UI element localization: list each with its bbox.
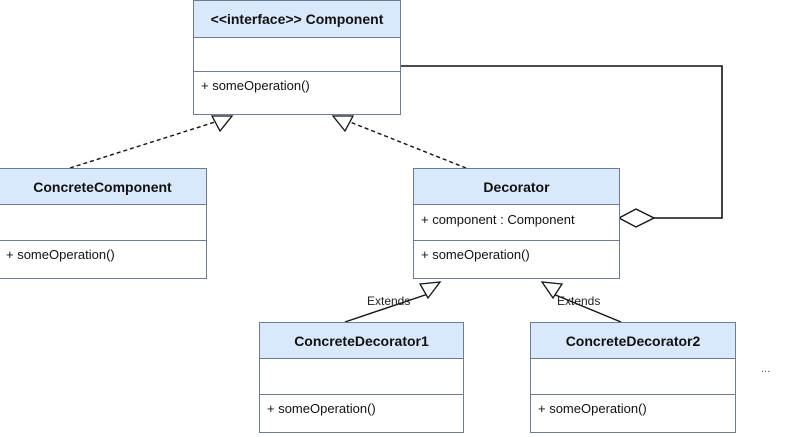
operation-item: + someOperation()	[6, 247, 115, 262]
generalization-arrowhead-decorator1	[418, 281, 442, 300]
generalization-line-decorator2	[552, 293, 622, 323]
realization-line-decorator	[349, 121, 467, 169]
generalization-line-decorator1	[344, 293, 429, 323]
class-concrete-decorator2: ConcreteDecorator2 + someOperation()	[530, 322, 736, 433]
aggregation-diamond	[617, 208, 656, 228]
operations-section: + someOperation()	[0, 241, 206, 262]
realization-arrowhead-concrete-component	[210, 115, 234, 133]
operations-section: + someOperation()	[194, 72, 400, 93]
attributes-section	[194, 38, 400, 72]
operation-item: + someOperation()	[421, 247, 530, 262]
operation-item: + someOperation()	[538, 401, 647, 416]
attribute-item: + component : Component	[421, 212, 575, 227]
class-concrete-decorator1: ConcreteDecorator1 + someOperation()	[259, 322, 464, 433]
operation-item: + someOperation()	[201, 78, 310, 93]
class-title: <<interface>> Component	[194, 1, 400, 38]
extends-label-decorator1: Extends	[367, 294, 410, 308]
realization-arrowhead-decorator	[331, 115, 355, 133]
operation-item: + someOperation()	[267, 401, 376, 416]
class-component: <<interface>> Component + someOperation(…	[193, 0, 401, 115]
attributes-section	[531, 359, 735, 395]
attributes-section: + component : Component	[414, 205, 619, 241]
operations-section: + someOperation()	[260, 395, 463, 416]
attributes-section	[0, 205, 206, 241]
operations-section: + someOperation()	[414, 241, 619, 262]
class-title: ConcreteDecorator1	[260, 323, 463, 359]
operations-section: + someOperation()	[531, 395, 735, 416]
generalization-arrowhead-decorator2	[540, 281, 564, 300]
class-decorator: Decorator + component : Component + some…	[413, 168, 620, 279]
class-concrete-component: ConcreteComponent + someOperation()	[0, 168, 207, 279]
realization-line-concrete-component	[69, 121, 216, 169]
class-title: Decorator	[414, 169, 619, 205]
class-title: ConcreteDecorator2	[531, 323, 735, 359]
extends-label-decorator2: Extends	[557, 294, 600, 308]
class-title: ConcreteComponent	[0, 169, 206, 205]
aggregation-line	[401, 65, 723, 219]
attributes-section	[260, 359, 463, 395]
ellipsis-mark: ...	[761, 363, 770, 375]
